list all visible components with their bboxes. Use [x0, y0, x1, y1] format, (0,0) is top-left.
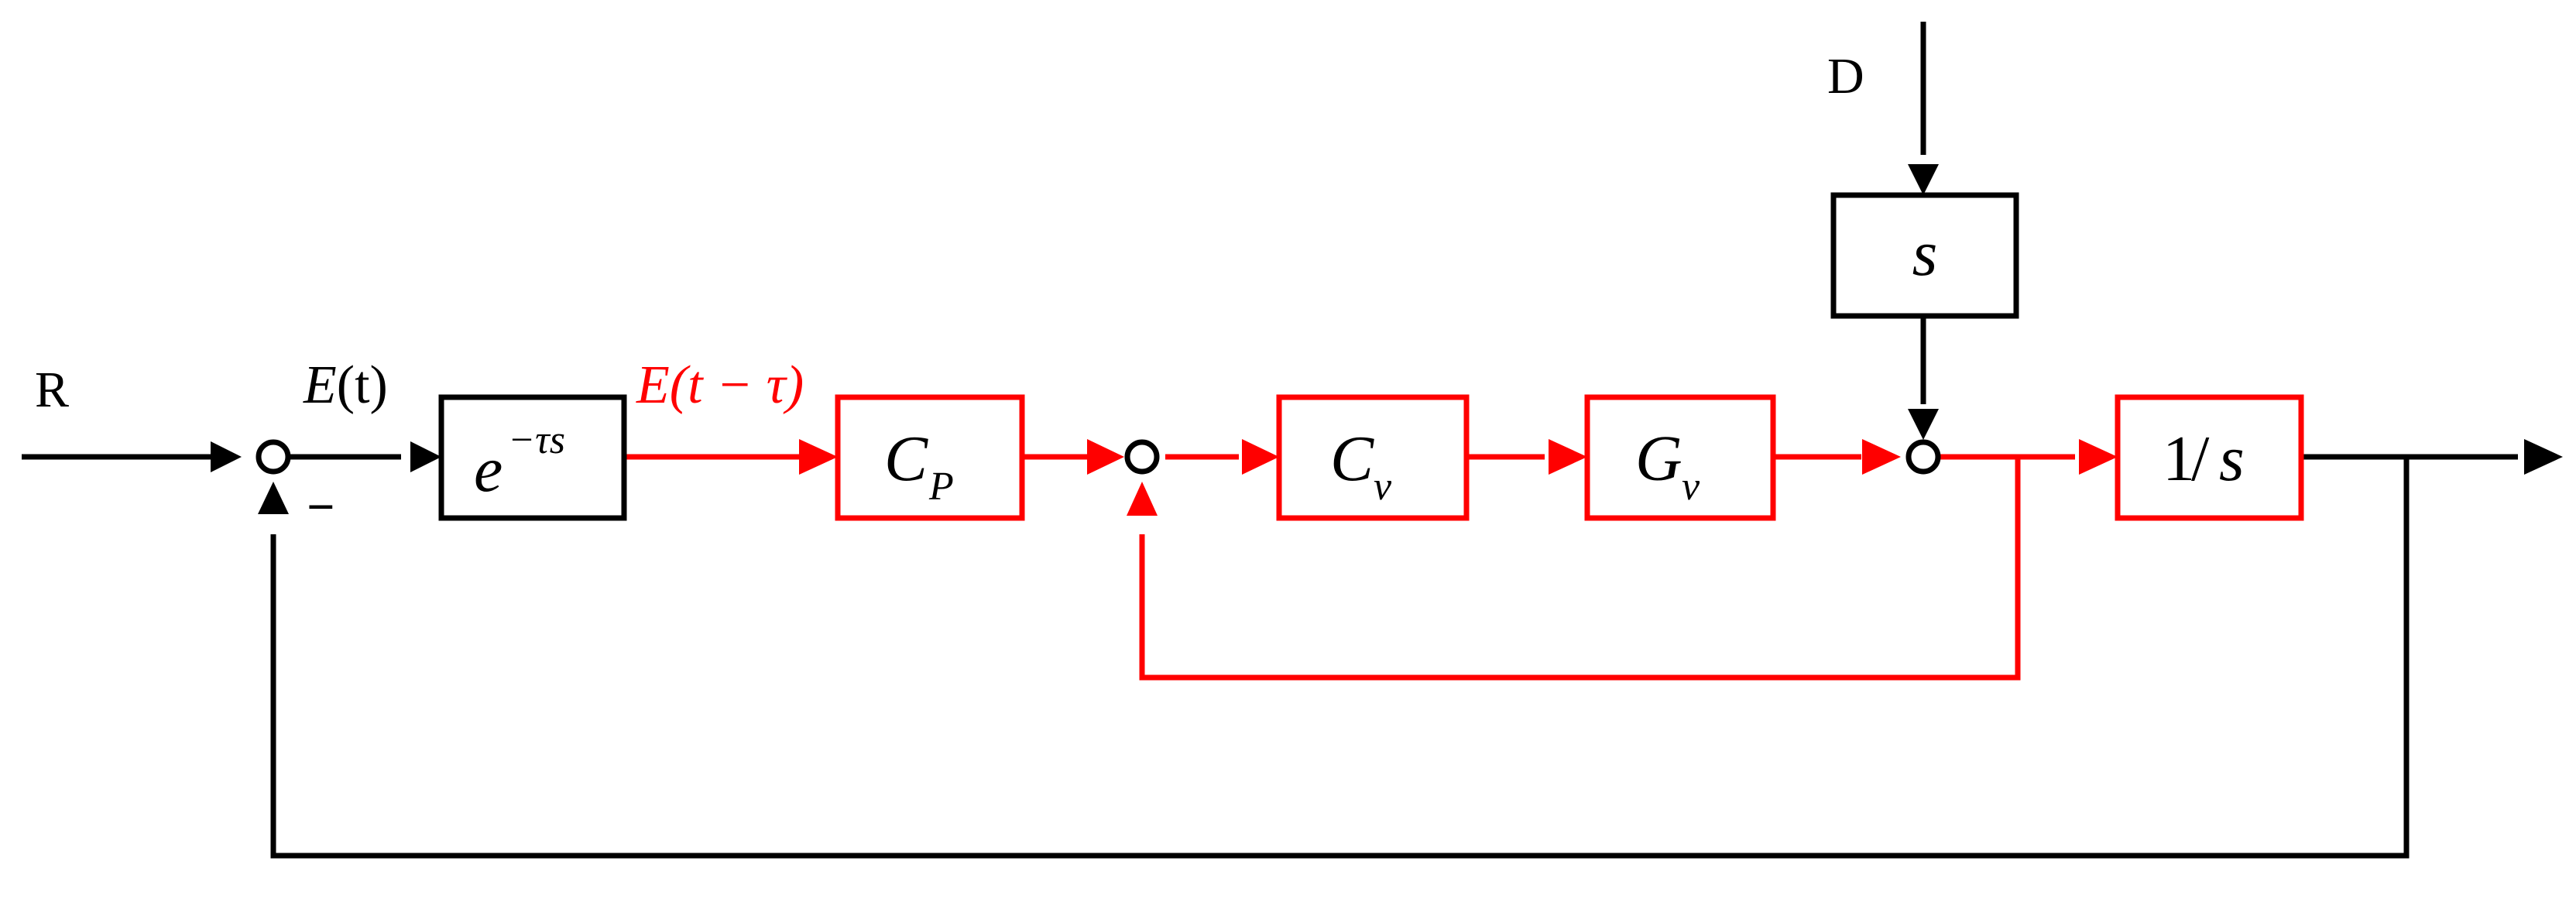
red-connections: [624, 454, 2075, 681]
red-arrowheads: [799, 439, 2118, 516]
velocity-plant-block: G v: [1584, 394, 1776, 521]
position-controller-block: C P: [835, 394, 1025, 521]
arrow-from-gv-into-sum3: [1862, 439, 1901, 475]
velocity-controller-frame: [1276, 394, 1470, 521]
delay-block-frame: [438, 394, 627, 521]
summing-junction-disturbance: [1905, 439, 1941, 475]
delay-block: e −τs: [438, 394, 627, 521]
error-label-main: E: [303, 355, 337, 415]
summing-junction-error: [256, 439, 291, 475]
arrow-into-gv: [1549, 439, 1587, 475]
arrow-feedback-into-sum1: [258, 482, 289, 514]
delayed-error-label: E(t − τ): [636, 355, 804, 415]
position-controller-frame: [835, 394, 1025, 521]
integrator-variable: s: [2219, 423, 2245, 495]
output-arrow: [2524, 439, 2563, 475]
minus-sign-label: −: [307, 479, 334, 534]
velocity-controller-symbol: C: [1330, 423, 1374, 495]
arrow-into-cp: [799, 439, 838, 475]
velocity-plant-frame: [1584, 394, 1776, 521]
reference-label: R: [35, 362, 69, 418]
velocity-controller-block: C v: [1276, 394, 1470, 521]
black-arrowheads: [211, 164, 2563, 514]
velocity-controller-subscript: v: [1374, 465, 1392, 509]
black-connections: [22, 22, 2518, 859]
integrator-slash: /: [2191, 423, 2210, 495]
inner-feedback-wire: [1139, 457, 2021, 681]
position-controller-symbol: C: [884, 423, 928, 495]
integrator-frame: [2115, 394, 2304, 521]
arrow-inner-feedback-into-sum2: [1127, 482, 1158, 516]
delay-block-exponent: −τs: [508, 418, 565, 462]
arrow-into-sum1: [211, 441, 242, 472]
delayed-error-label-arg: (t − τ): [670, 355, 804, 415]
velocity-plant-subscript: v: [1682, 465, 1700, 509]
arrow-into-sum3: [1908, 409, 1939, 440]
velocity-plant-symbol: G: [1635, 423, 1682, 495]
disturbance-block-symbol: s: [1912, 218, 1938, 290]
arrow-into-integrator: [2079, 439, 2118, 475]
disturbance-block: s: [1830, 192, 2019, 319]
position-controller-subscript: P: [928, 465, 954, 509]
disturbance-block-frame: [1830, 192, 2019, 319]
arrow-into-s-block: [1908, 164, 1939, 195]
summing-junction-velocity: [1124, 439, 1160, 475]
arrow-into-cv: [1242, 439, 1279, 475]
delayed-error-label-main: E: [636, 355, 670, 415]
arrow-into-delay: [410, 441, 441, 472]
disturbance-label: D: [1827, 48, 1864, 105]
arrow-into-sum2: [1087, 439, 1124, 475]
error-label: E(t): [303, 355, 388, 415]
delay-block-base: e: [474, 434, 503, 506]
error-label-arg: (t): [337, 355, 388, 415]
outer-feedback-wire: [270, 457, 2410, 859]
integrator-numerator: 1: [2163, 423, 2195, 495]
integrator-block: 1 / s: [2115, 394, 2304, 521]
